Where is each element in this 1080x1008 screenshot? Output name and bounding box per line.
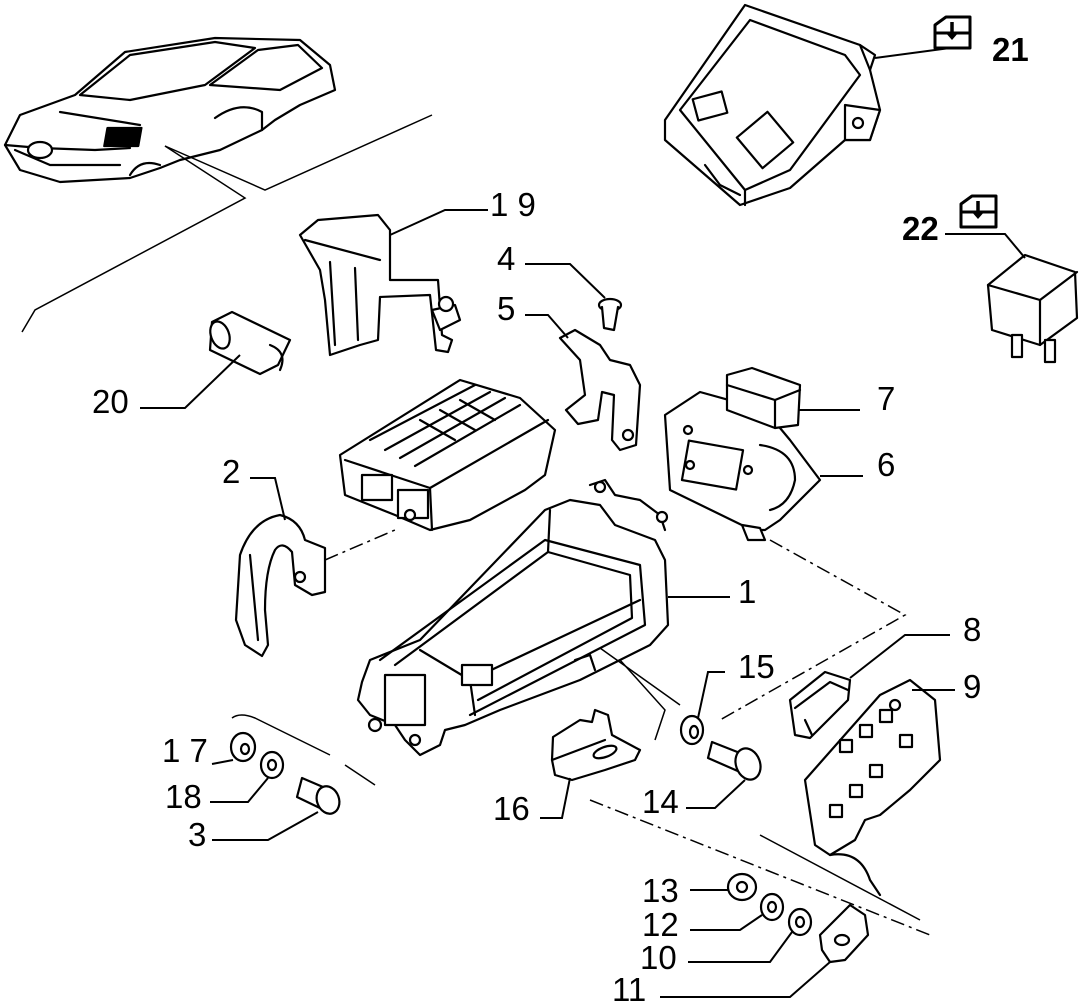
- leader-line: [686, 779, 746, 809]
- part-1-frame: [356, 478, 670, 757]
- part-10-washer: [787, 907, 813, 937]
- part-18-washer: [259, 750, 285, 780]
- part-3-pin: [295, 776, 341, 815]
- callout-13: 13: [642, 872, 679, 909]
- leader-line: [140, 354, 241, 409]
- alignment-line: [324, 529, 396, 561]
- callout-8: 8: [963, 611, 982, 648]
- part-14-pin: [706, 740, 762, 781]
- callout-7: 7: [877, 380, 896, 417]
- leader-line: [660, 961, 831, 998]
- part-19-bracket: [298, 213, 462, 357]
- leader-line: [849, 634, 950, 679]
- leader-line: [690, 914, 763, 931]
- part-13-washer: [726, 872, 758, 902]
- leader-line: [945, 233, 1026, 259]
- car-outline: [3, 36, 337, 184]
- part-12-washer: [759, 892, 785, 922]
- callout-22: 22: [902, 210, 939, 247]
- callout-11: 11: [612, 971, 647, 1008]
- callout-17: 1 7: [162, 732, 208, 769]
- callout-5: 5: [497, 290, 516, 327]
- callout-3: 3: [188, 816, 207, 853]
- leader-line: [688, 931, 793, 963]
- callout-21: 21: [992, 31, 1029, 68]
- callout-10: 10: [640, 939, 677, 976]
- callout-15: 15: [738, 648, 775, 685]
- alignment-line: [599, 647, 681, 706]
- leader-line: [540, 777, 571, 819]
- part-16-bracket: [550, 708, 642, 782]
- leader-line: [212, 811, 319, 841]
- fuse-block: [338, 378, 557, 532]
- callout-16: 16: [493, 790, 530, 827]
- part-11-clip: [818, 903, 870, 964]
- part-15-clip: [679, 714, 705, 746]
- callout-19: 1 9: [490, 186, 536, 223]
- callout-1: 1: [738, 573, 757, 610]
- part-17-clip: [229, 731, 257, 763]
- part-8-pad: [788, 670, 852, 740]
- part-5-bracket: [558, 328, 642, 452]
- leader-line: [525, 263, 606, 299]
- alignment-line: [719, 539, 907, 721]
- part-20-sleeve: [208, 310, 292, 376]
- part-4-screw: [597, 297, 623, 332]
- leader-line: [389, 209, 488, 236]
- callout-12: 12: [642, 906, 679, 943]
- callout-9: 9: [963, 668, 982, 705]
- leader-line: [250, 477, 286, 521]
- exploded-view-icon: [933, 15, 972, 50]
- leader-line: [697, 671, 725, 719]
- alignment-line: [619, 659, 666, 741]
- alignment-line: [231, 714, 331, 756]
- part-6-cover: [663, 390, 822, 542]
- leader-line: [210, 777, 269, 803]
- leader-line: [525, 314, 569, 339]
- part-7-pad: [725, 366, 802, 430]
- alignment-line: [344, 764, 376, 786]
- callout-2: 2: [222, 453, 241, 490]
- part-2-clamp: [234, 513, 327, 658]
- leader-line: [874, 47, 951, 59]
- exploded-view-icon: [959, 194, 998, 229]
- part-22-relay: [986, 253, 1079, 364]
- callout-14: 14: [642, 783, 679, 820]
- part-9-cover: [803, 678, 942, 897]
- callout-6: 6: [877, 446, 896, 483]
- callout-4: 4: [497, 240, 516, 277]
- part-21-control-unit: [663, 3, 882, 207]
- callout-18: 18: [165, 778, 202, 815]
- callout-20: 20: [92, 383, 129, 420]
- leader-line: [211, 759, 234, 765]
- alignment-line: [589, 799, 931, 936]
- alignment-line: [759, 834, 921, 921]
